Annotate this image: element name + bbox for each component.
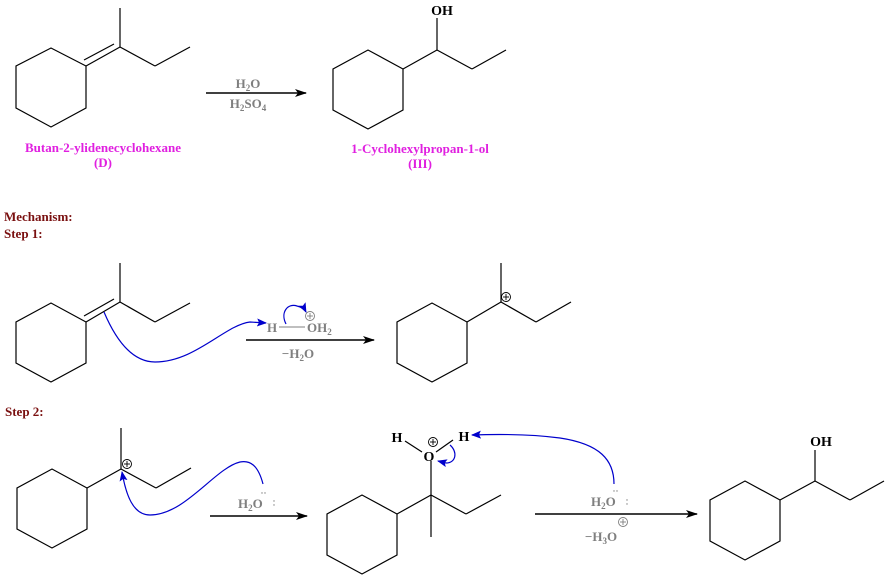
reactant-label: (D) [94, 155, 112, 170]
double-bond [85, 301, 121, 323]
cyclohexane-ring [15, 302, 87, 383]
ethyl-bond-2 [154, 46, 191, 67]
ethyl-bond-2 [155, 467, 192, 489]
step2-water-label: H2O [238, 496, 263, 513]
curly-arrow-water-to-cation [119, 460, 264, 516]
ethyl-bond-1 [500, 301, 537, 323]
double-bond [85, 46, 121, 67]
reagent-sulfuric-acid: H2SO4 [230, 96, 267, 113]
product-name: 1-Cyclohexylpropan-1-ol [351, 141, 489, 156]
hydronium-charge-icon [305, 311, 315, 321]
oxonium-o: O [424, 450, 435, 465]
carbocation-charge-icon [501, 292, 511, 302]
mechanism-heading: Mechanism: [4, 209, 73, 224]
cyclohexane-ring [326, 494, 398, 575]
hydronium-charge-icon [618, 517, 628, 527]
step1-byproduct: −H2O [282, 346, 314, 363]
step2-heading: Step 2: [5, 404, 44, 419]
ethyl-bond-2 [849, 480, 885, 501]
product-label: (III) [408, 156, 432, 171]
step1-heading: Step 1: [4, 226, 43, 241]
cyclohexane-ring [15, 47, 87, 128]
ring-to-cation-bond [86, 468, 122, 489]
acid-h-label: H [267, 320, 277, 335]
curly-arrow-oh-to-o [437, 444, 456, 468]
ethyl-bond-1 [119, 46, 156, 67]
final-hydroxyl-label: OH [810, 435, 832, 450]
step1-carbocation-structure [396, 263, 572, 383]
product-structure [332, 18, 507, 130]
ring-to-carbinol-bond [779, 480, 816, 501]
reactant-structure [15, 8, 191, 128]
o-h-right-bond [435, 439, 454, 453]
ethyl-bond-1 [814, 480, 851, 501]
hydronium-label: OH2 [307, 320, 332, 337]
ethyl-bond-2 [465, 494, 502, 515]
ethyl-bond-1 [436, 49, 473, 70]
cyclohexane-ring [709, 480, 781, 561]
double-bond-inner [83, 298, 115, 317]
ethyl-bond-1 [119, 301, 156, 323]
double-bond-inner [83, 43, 115, 61]
curly-arrow-pi-to-h [103, 311, 267, 363]
ring-to-cation-bond [466, 301, 502, 323]
oxonium-charge-icon [428, 437, 438, 447]
oxonium-h-right: H [459, 430, 470, 445]
oxonium-intermediate-structure [326, 439, 502, 575]
step1-alkene-structure [15, 263, 191, 383]
ethyl-bond-2 [471, 49, 507, 70]
ethyl-bond-1 [120, 468, 157, 489]
ethyl-bond-1 [430, 494, 467, 515]
step2-carbocation-structure [16, 428, 192, 549]
ring-to-carbinol-bond [402, 49, 438, 70]
curly-arrow-water-to-h [471, 430, 615, 485]
ring-to-carbon-bond [396, 494, 432, 515]
cyclohexane-ring [396, 302, 468, 383]
reagent-water: H2O [236, 76, 261, 93]
o-h-left-bond [404, 440, 423, 453]
step2-water-label-2: H2O [591, 494, 616, 511]
hydroxyl-label: OH [431, 4, 453, 19]
step2-byproduct: −H3O [585, 529, 617, 546]
cyclohexane-ring [332, 49, 404, 130]
curly-arrow-bond-to-o [283, 302, 307, 325]
final-product-structure [709, 450, 885, 561]
reactant-name: Butan-2-ylidenecyclohexane [25, 140, 181, 155]
carbocation-charge-icon [122, 459, 132, 469]
cyclohexane-ring [16, 468, 88, 549]
ethyl-bond-2 [154, 302, 191, 323]
oxonium-h-left: H [392, 431, 403, 446]
ethyl-bond-2 [535, 301, 572, 323]
